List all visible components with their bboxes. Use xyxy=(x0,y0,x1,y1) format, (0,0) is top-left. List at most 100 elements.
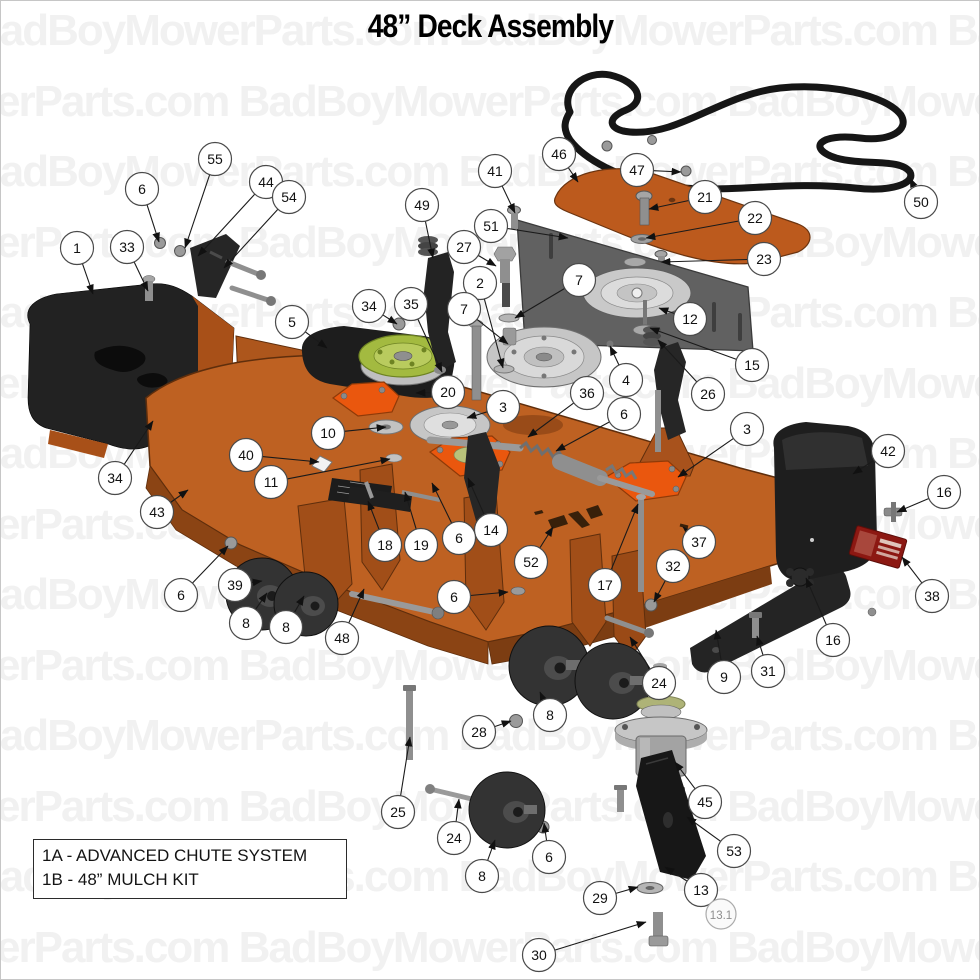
balloon-number: 44 xyxy=(258,174,274,190)
balloon-number: 49 xyxy=(414,197,430,213)
balloon-circle xyxy=(403,527,439,563)
balloon-circle xyxy=(217,567,253,603)
balloon-circle xyxy=(274,304,310,340)
discharge-cover-assembly xyxy=(690,422,908,673)
balloon-number: 42 xyxy=(880,443,896,459)
balloon-number: 48 xyxy=(334,630,350,646)
callout-8: 8 xyxy=(268,595,305,645)
leader-line xyxy=(629,636,651,670)
balloon-circle xyxy=(513,544,549,580)
balloon-circle xyxy=(641,665,677,701)
stud xyxy=(471,325,482,401)
balloon-number: 38 xyxy=(924,588,940,604)
balloon-circle xyxy=(569,375,605,411)
leader-line xyxy=(896,497,930,513)
balloon-circle xyxy=(310,415,346,451)
balloon-circle xyxy=(914,578,950,614)
balloon-circle xyxy=(441,520,477,556)
leader-line xyxy=(645,220,739,241)
callout-6: 6 xyxy=(555,396,642,452)
leader-line xyxy=(555,421,610,452)
balloon-number: 8 xyxy=(478,868,486,884)
leader-line xyxy=(541,822,550,841)
balloon-number: 26 xyxy=(700,386,716,402)
balloon-circle xyxy=(253,464,289,500)
callout-34: 34 xyxy=(97,420,154,496)
callout-52: 52 xyxy=(513,526,554,580)
balloon-circle xyxy=(716,833,752,869)
leader-line xyxy=(852,459,875,475)
leader-line xyxy=(223,208,279,269)
balloon-circle xyxy=(473,512,509,548)
leader-line xyxy=(453,798,462,822)
callout-15: 15 xyxy=(649,327,770,383)
balloon-number: 24 xyxy=(651,675,667,691)
title-text: 48” Deck Assembly xyxy=(367,8,613,44)
legend-line-1: 1A - ADVANCED CHUTE SYSTEM xyxy=(42,846,308,865)
balloon-number: 6 xyxy=(450,589,458,605)
balloon-circle xyxy=(734,347,770,383)
balloon-circle xyxy=(228,437,264,473)
balloon-circle xyxy=(561,262,597,298)
balloon-circle xyxy=(521,937,557,973)
balloon-number: 34 xyxy=(361,298,377,314)
leader-line xyxy=(255,592,268,610)
leader-line xyxy=(146,204,160,243)
balloon-circle xyxy=(324,620,360,656)
hand-knob xyxy=(786,567,814,587)
balloon-number: 40 xyxy=(238,447,254,463)
watermark-text: BadBoyMowerParts.com BadBoyMowerParts.co… xyxy=(0,922,980,972)
balloon-circle xyxy=(870,433,906,469)
leader-line xyxy=(470,589,509,597)
callout-8: 8 xyxy=(464,839,500,894)
callout-12: 12 xyxy=(658,301,708,337)
balloon-circle xyxy=(446,229,482,265)
balloon-number: 24 xyxy=(446,830,462,846)
balloon-circle xyxy=(750,653,786,689)
balloon-circle xyxy=(705,898,737,930)
balloon-number: 23 xyxy=(756,251,772,267)
callout-16: 16 xyxy=(805,577,851,658)
balloon-circle xyxy=(404,187,440,223)
deflector xyxy=(690,567,851,673)
leader-line xyxy=(674,761,696,790)
leader-line xyxy=(192,545,229,584)
callout-18: 18 xyxy=(367,500,403,563)
balloon-number: 17 xyxy=(597,577,613,593)
legend-line-2: 1B - 48” MULCH KIT xyxy=(42,870,199,889)
leader-line xyxy=(677,437,734,478)
leader-line xyxy=(184,174,211,249)
spacer xyxy=(502,327,517,346)
balloon-circle xyxy=(687,784,723,820)
balloon-number: 27 xyxy=(456,239,472,255)
callout-6: 6 xyxy=(163,545,229,613)
balloon-number: 2 xyxy=(476,275,484,291)
callout-53: 53 xyxy=(686,816,752,869)
leader-line xyxy=(262,456,320,465)
balloon-number: 22 xyxy=(747,210,763,226)
wheel xyxy=(468,771,546,849)
callout-11: 11 xyxy=(253,456,391,500)
balloon-circle xyxy=(464,858,500,894)
balloon-number: 5 xyxy=(288,314,296,330)
callout-24: 24 xyxy=(436,798,472,856)
callout-29: 29 xyxy=(582,880,639,916)
balloon-circle xyxy=(97,460,133,496)
balloon-number: 21 xyxy=(697,189,713,205)
callout-36: 36 xyxy=(527,375,605,438)
callout-32: 32 xyxy=(653,548,691,603)
balloon-circle xyxy=(746,241,782,277)
leader-line xyxy=(382,314,398,325)
balloon-number: 16 xyxy=(936,484,952,500)
balloon-number: 12 xyxy=(682,311,698,327)
balloon-number: 32 xyxy=(665,558,681,574)
leader-line xyxy=(539,526,554,549)
callout-4: 4 xyxy=(608,345,644,398)
balloon-number: 29 xyxy=(592,890,608,906)
leader-line xyxy=(251,578,263,587)
callout-14: 14 xyxy=(467,477,509,548)
callout-42: 42 xyxy=(852,433,906,475)
callout-55: 55 xyxy=(184,141,233,249)
callout-41: 41 xyxy=(477,153,516,214)
balloon-number: 14 xyxy=(483,522,499,538)
